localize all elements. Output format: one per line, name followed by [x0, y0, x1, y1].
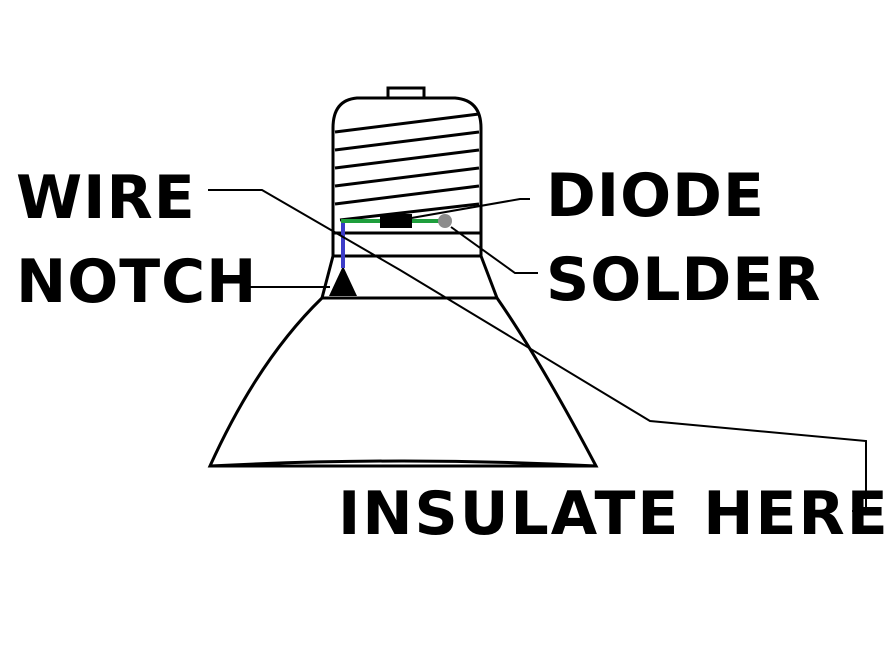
solder-leader — [450, 226, 538, 274]
reflector-cone — [207, 296, 599, 468]
notch-mark — [329, 266, 357, 296]
notch-label: NOTCH — [16, 247, 258, 317]
solder-label: SOLDER — [546, 245, 822, 315]
insulate-here-label: INSULATE HERE — [338, 479, 890, 549]
diode-label: DIODE — [546, 161, 765, 231]
screw-threads — [334, 112, 480, 222]
leader-lines — [208, 189, 867, 512]
reflector-rim — [209, 459, 597, 468]
wire-insulate-leader — [208, 189, 867, 512]
diode-body — [380, 214, 412, 228]
diode-leader — [399, 198, 530, 221]
solder-dot — [438, 214, 452, 228]
wire-label: WIRE — [16, 163, 196, 233]
reflector-body — [207, 254, 599, 468]
